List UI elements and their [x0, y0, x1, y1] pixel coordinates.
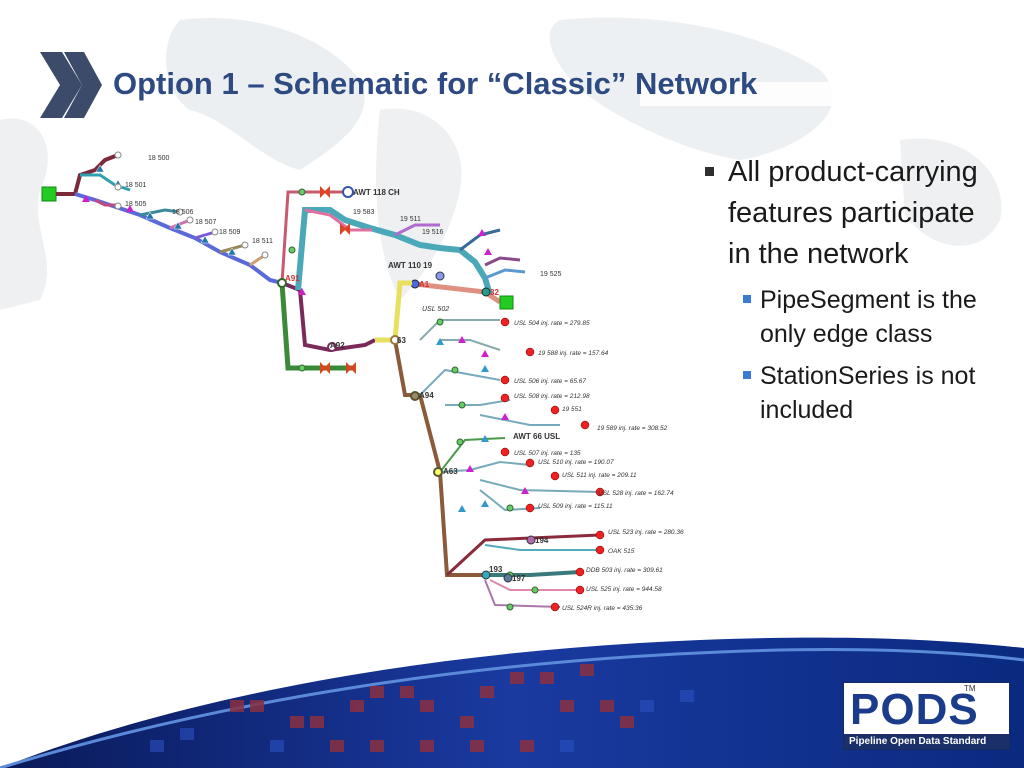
svg-text:18 511: 18 511	[252, 238, 273, 245]
svg-text:USL 528 inj. rate = 162.74: USL 528 inj. rate = 162.74	[598, 490, 674, 497]
svg-text:18 500: 18 500	[148, 155, 170, 162]
pods-tagline: Pipeline Open Data Standard	[844, 734, 1009, 749]
bullet-text: All product-carrying features participat…	[728, 156, 978, 270]
svg-text:USL 507 inj. rate = 135: USL 507 inj. rate = 135	[514, 450, 581, 457]
sub-bullet-item: PipeSegment is the only edge class	[705, 283, 1005, 351]
svg-text:19 588 inj. rate = 157.64: 19 588 inj. rate = 157.64	[538, 350, 609, 357]
sub-bullet-square-icon	[743, 371, 751, 379]
svg-text:USL 506 inj. rate = 65.67: USL 506 inj. rate = 65.67	[514, 378, 586, 385]
slide-title: Option 1 – Schematic for “Classic” Netwo…	[113, 66, 758, 101]
svg-text:18 509: 18 509	[219, 229, 241, 236]
svg-text:AWT 66 USL: AWT 66 USL	[513, 432, 560, 441]
network-schematic: 18 500 18 501 18 505 18 506 18 507 18 50…	[41, 151, 684, 612]
bullet-item: All product-carrying features participat…	[705, 152, 1005, 275]
sub-bullet-text: StationSeries is not included	[760, 362, 976, 424]
svg-text:193: 193	[489, 565, 503, 574]
svg-text:19 516: 19 516	[422, 229, 444, 236]
svg-text:19 551: 19 551	[562, 406, 582, 413]
svg-text:AWT 118 CH: AWT 118 CH	[353, 188, 400, 197]
bullet-square-icon	[705, 167, 714, 176]
svg-text:DDB 503 inj. rate = 309.61: DDB 503 inj. rate = 309.61	[586, 567, 663, 574]
svg-text:18 501: 18 501	[125, 182, 147, 189]
svg-text:18 507: 18 507	[195, 219, 217, 226]
svg-text:USL 508 inj. rate = 212.98: USL 508 inj. rate = 212.98	[514, 393, 590, 400]
sub-bullet-text: PipeSegment is the only edge class	[760, 286, 977, 348]
svg-text:18 506: 18 506	[172, 209, 194, 216]
central-trunk: AWT 118 CH AWT 110 19 A1 32 A91 19 583 1…	[277, 186, 562, 374]
svg-text:18 505: 18 505	[125, 201, 147, 208]
svg-text:USL 502: USL 502	[422, 306, 449, 313]
svg-text:USL 525 inj. rate = 944.58: USL 525 inj. rate = 944.58	[586, 586, 662, 593]
svg-text:A94: A94	[419, 391, 434, 400]
svg-text:A1: A1	[419, 280, 430, 289]
footer-wave	[0, 637, 1024, 768]
svg-text:194: 194	[535, 536, 549, 545]
chevron-logo-icon	[40, 52, 102, 118]
sub-bullet-item: StationSeries is not included	[705, 359, 1005, 427]
svg-text:USL 510 inj. rate = 190.07: USL 510 inj. rate = 190.07	[538, 459, 614, 466]
svg-text:USL 509 inj. rate = 115.11: USL 509 inj. rate = 115.11	[538, 503, 613, 510]
svg-text:AWT 110 19: AWT 110 19	[388, 261, 433, 270]
svg-text:A92: A92	[330, 341, 345, 350]
trademark-mark: TM	[964, 684, 976, 693]
svg-text:A91: A91	[285, 274, 300, 283]
svg-text:197: 197	[512, 574, 526, 583]
upper-left-branch: 18 500 18 501 18 505 18 506 18 507 18 50…	[41, 151, 283, 285]
title-rule	[640, 82, 1024, 106]
sub-bullet-square-icon	[743, 295, 751, 303]
svg-text:32: 32	[490, 288, 499, 297]
svg-text:OAK 515: OAK 515	[608, 548, 635, 555]
svg-text:USL 504 inj. rate = 279.85: USL 504 inj. rate = 279.85	[514, 320, 590, 327]
bullet-list: All product-carrying features participat…	[705, 152, 1005, 427]
svg-text:USL 523 inj. rate = 280.36: USL 523 inj. rate = 280.36	[608, 529, 684, 536]
svg-text:63: 63	[397, 336, 406, 345]
lower-distribution: A92 63 A94 A63 194 193 197 USL 502 USL 5…	[327, 280, 684, 612]
svg-text:19 511: 19 511	[400, 216, 421, 223]
svg-text:USL 511 inj. rate = 209.11: USL 511 inj. rate = 209.11	[562, 472, 637, 479]
svg-text:19 589 inj. rate = 308.52: 19 589 inj. rate = 308.52	[597, 425, 668, 432]
svg-text:USL 524R inj. rate = 435.36: USL 524R inj. rate = 435.36	[562, 605, 643, 612]
pods-wordmark: PODS	[850, 685, 979, 734]
svg-text:A63: A63	[443, 467, 458, 476]
pods-logo: PODS TM Pipeline Open Data Standard	[843, 682, 1010, 750]
svg-text:19 525: 19 525	[540, 271, 562, 278]
svg-text:19 583: 19 583	[353, 209, 375, 216]
